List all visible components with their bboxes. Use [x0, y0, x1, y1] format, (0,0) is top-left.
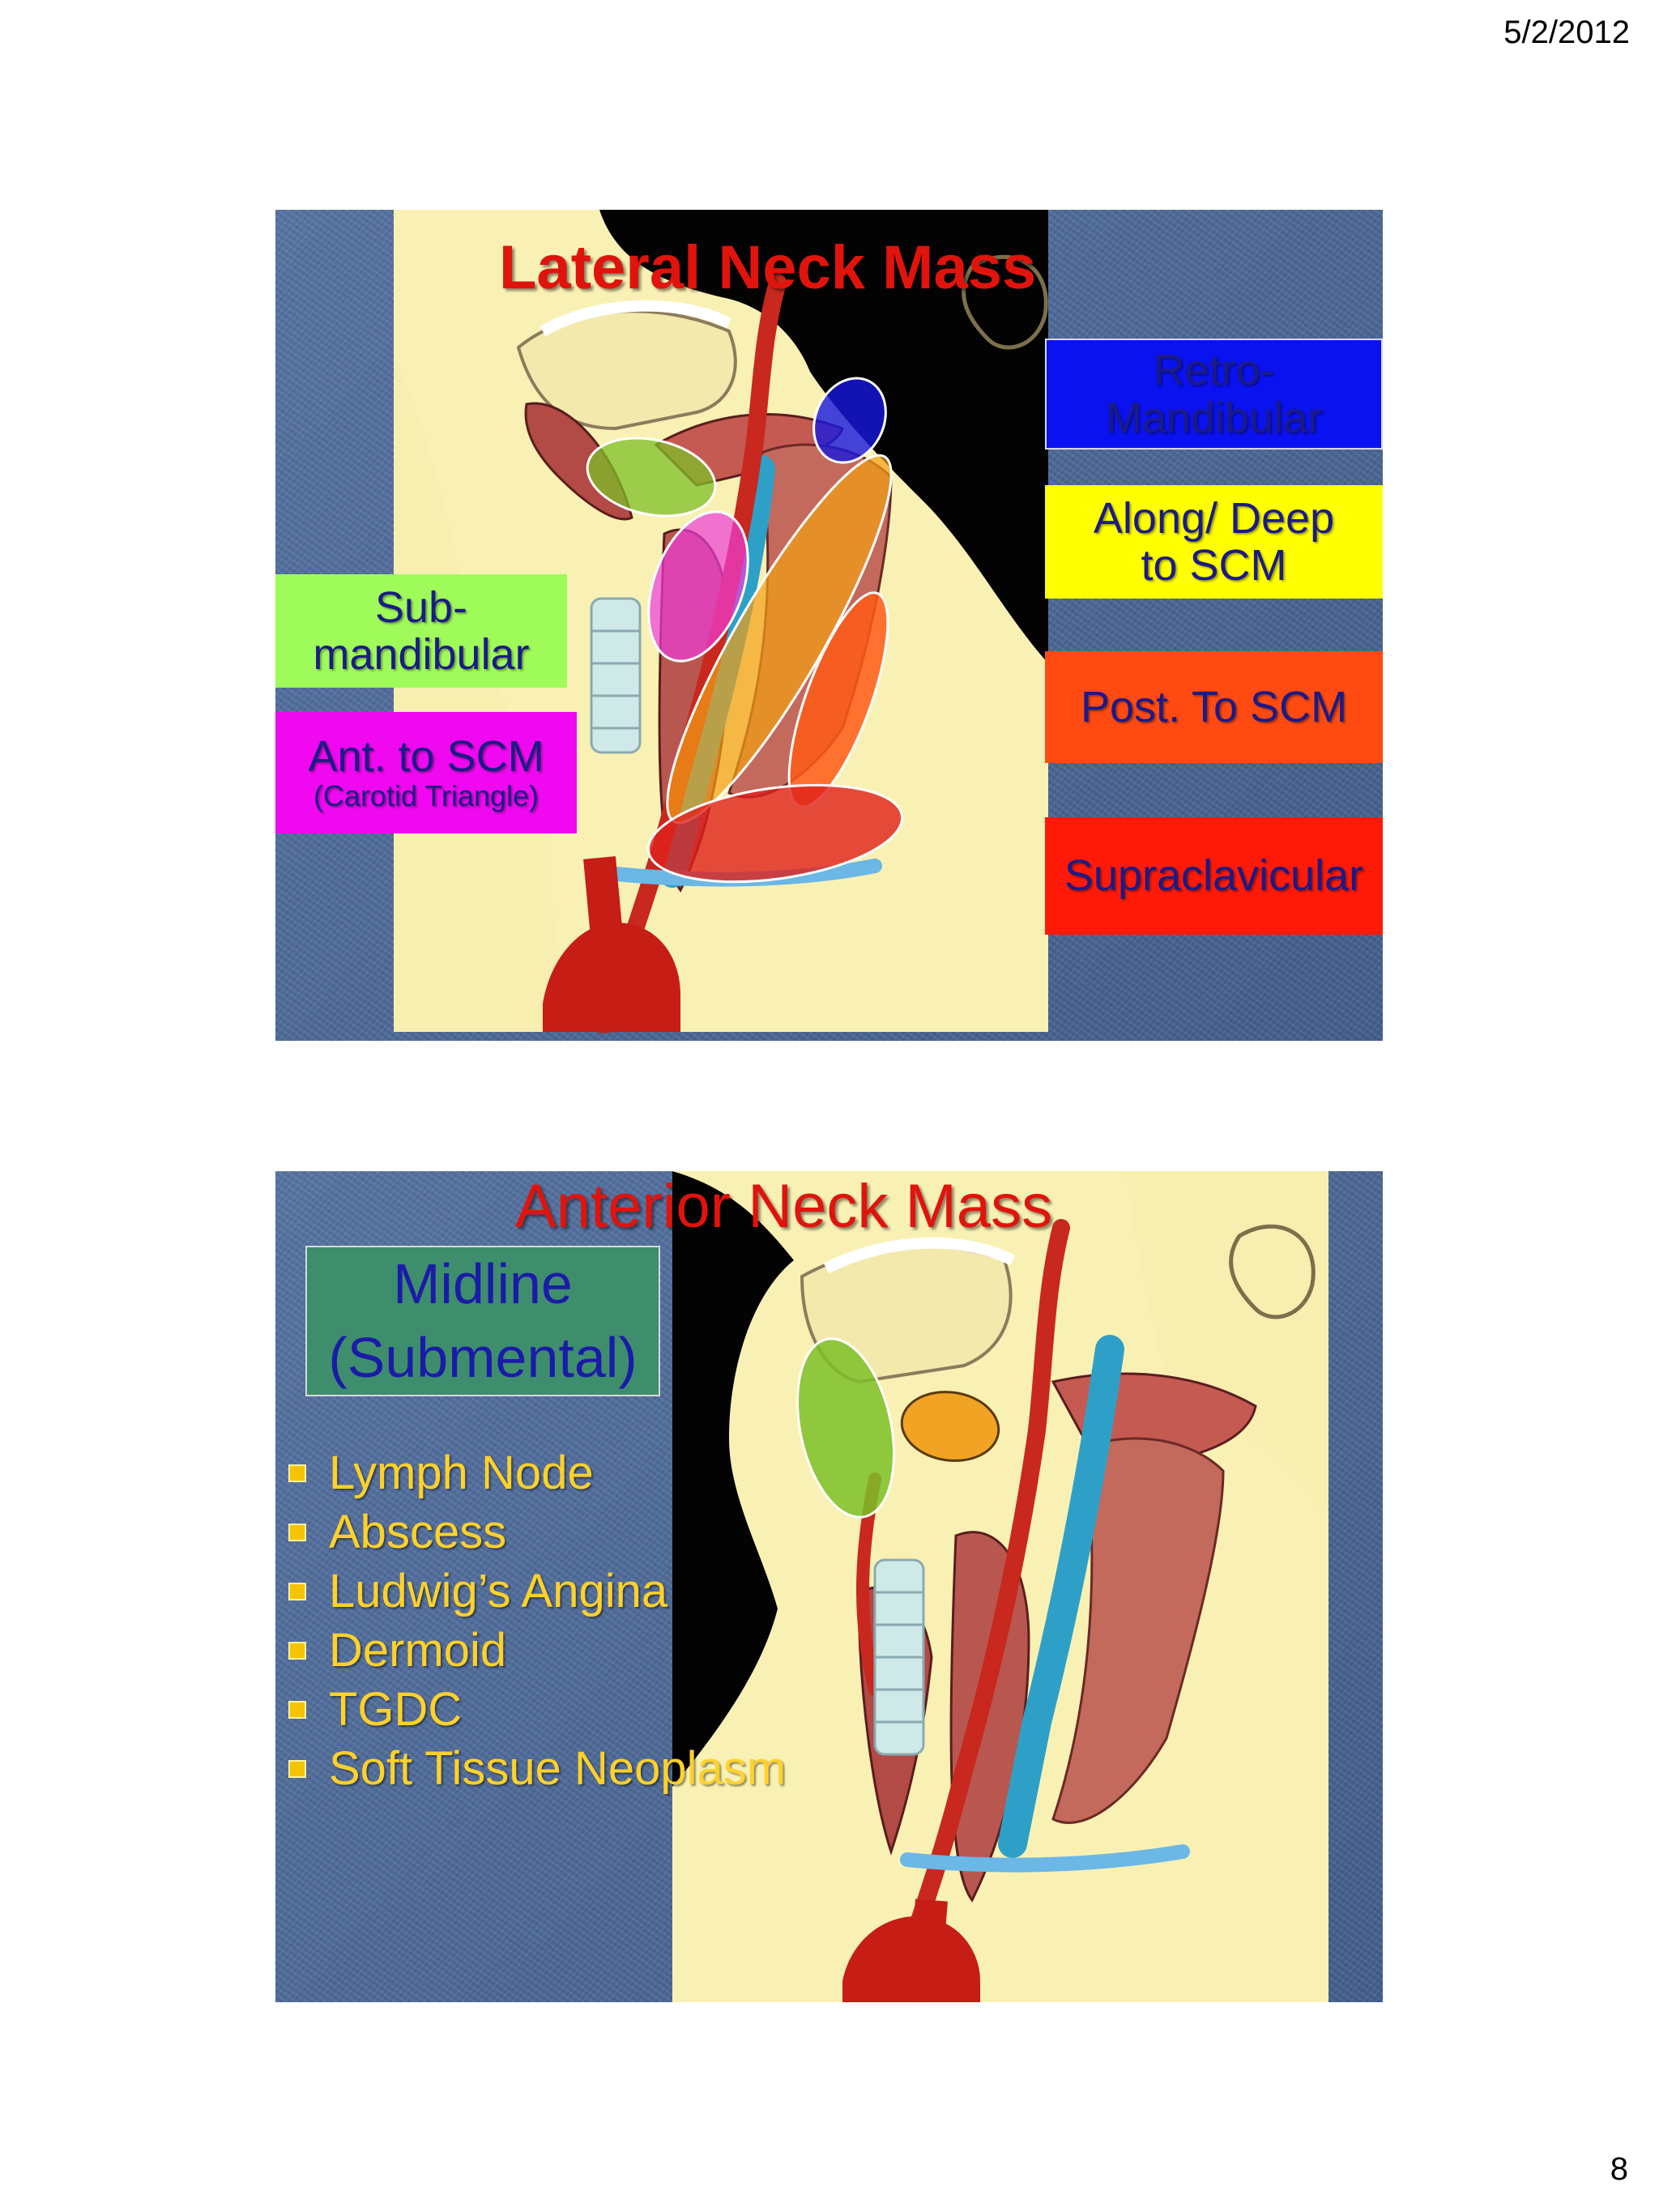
list-item: Soft Tissue Neoplasm [288, 1739, 786, 1798]
bullet-square-icon [288, 1700, 306, 1719]
bullet-square-icon [288, 1759, 306, 1778]
list-item-text: Lymph Node [329, 1447, 594, 1499]
list-item-text: Dermoid [329, 1624, 507, 1677]
label-along-deep-scm: Along/ Deep to SCM [1045, 485, 1383, 599]
trachea [590, 597, 642, 754]
page-number: 8 [1610, 2151, 1628, 2187]
label-submental: (Submental) [328, 1326, 638, 1389]
list-item-text: TGDC [329, 1683, 463, 1736]
label-retromandibular-line1: Retro- [1153, 346, 1275, 395]
zone-anterior-scm [647, 510, 749, 663]
differential-list: Lymph Node Abscess Ludwig’s Angina Dermo… [288, 1443, 786, 1798]
zone-retromandibular [812, 377, 887, 464]
label-along-deep-scm-line2: to SCM [1141, 541, 1287, 590]
bullet-square-icon [288, 1523, 306, 1541]
list-item: Dermoid [288, 1621, 786, 1680]
list-item: Ludwig’s Angina [288, 1562, 786, 1621]
list-item-text: Abscess [329, 1506, 507, 1558]
label-supraclavicular-text: Supraclavicular [1064, 851, 1364, 901]
list-item-text: Ludwig’s Angina [329, 1565, 668, 1617]
label-anterior-scm: Ant. to SCM (Carotid Triangle) [275, 712, 577, 833]
slide-lateral-neck-mass: Lateral Neck Mass Retro- Mandibular Alon… [275, 210, 1383, 1041]
label-midline-submental: Midline (Submental) [305, 1246, 660, 1396]
label-anterior-scm-line2: (Carotid Triangle) [313, 778, 539, 812]
zone-submental [795, 1337, 896, 1519]
label-midline: Midline [393, 1252, 573, 1315]
slide-anterior-neck-mass: Anterior Neck Mass Midline (Submental) L… [275, 1171, 1383, 2002]
label-posterior-scm: Post. To SCM [1045, 651, 1383, 763]
slide-title: Lateral Neck Mass [499, 233, 1037, 302]
list-item: TGDC [288, 1680, 786, 1739]
list-item: Abscess [288, 1502, 786, 1562]
bullet-square-icon [288, 1582, 306, 1600]
label-submandibular-line2: mandibular [313, 630, 530, 679]
list-item-text: Soft Tissue Neoplasm [329, 1742, 787, 1795]
zone-submandibular [586, 437, 717, 518]
label-supraclavicular: Supraclavicular [1045, 817, 1383, 935]
neck-anatomy-illustration-anterior [672, 1171, 1328, 2002]
bullet-square-icon [288, 1641, 306, 1660]
zone-supraclavicular [646, 783, 904, 884]
slide-title: Anterior Neck Mass [515, 1172, 1053, 1241]
label-retromandibular: Retro- Mandibular [1045, 339, 1383, 450]
label-anterior-scm-line1: Ant. to SCM [308, 732, 544, 782]
label-submandibular: Sub- mandibular [275, 574, 567, 688]
bullet-square-icon [288, 1464, 306, 1482]
label-retromandibular-line2: Mandibular [1105, 393, 1323, 442]
list-item: Lymph Node [288, 1443, 786, 1502]
trachea [873, 1558, 925, 1756]
label-along-deep-scm-line1: Along/ Deep [1093, 493, 1335, 543]
header-date: 5/2/2012 [1503, 15, 1630, 50]
label-submandibular-line1: Sub- [374, 582, 468, 632]
zone-submandibular-gland [900, 1391, 1000, 1462]
label-posterior-scm-text: Post. To SCM [1080, 682, 1348, 731]
